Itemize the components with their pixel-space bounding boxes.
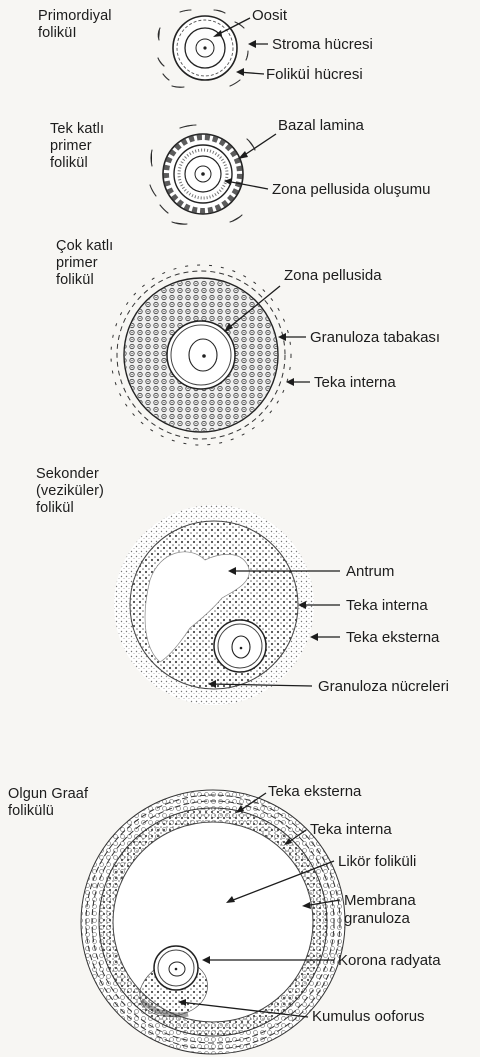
label-zona-pellucida: Zona pellusida [284,267,382,284]
basal-lamina-pointer: Bazal lamina [238,117,365,159]
label-theca-interna: Teka interna [346,597,428,614]
label-basal-lamina: Bazal lamina [278,117,365,134]
label-membrana: Membrana [344,892,416,909]
label-cumulus-oophorus: Kumulus ooforus [312,1008,425,1025]
unilaminar-primary-follicle: Bazal lamina Zona pellusida oluşumu [150,117,430,224]
multilaminar-primary-follicle: Zona pellusida Granuloza tabakası Teka i… [111,265,440,445]
secondary-follicle: Antrum Teka interna Teka eksterna Granul… [114,505,449,705]
label-granulosa-cells: Granuloza nücreleri [318,678,449,695]
label-oocyte: Oosit [252,7,288,24]
label-theca-interna: Teka interna [310,821,392,838]
label-theca-interna: Teka interna [314,374,396,391]
label-theca-externa: Teka eksterna [346,629,440,646]
stroma-cell-pointer: Stroma hücresi [248,36,373,53]
theca-interna-pointer-2: Teka interna [298,597,428,614]
follicle-cell-pointer: Foliküİ hücresi [236,65,363,83]
label-stroma-cell: Stroma hücresi [272,36,373,53]
label-granulosa-layer: Granuloza tabakası [310,329,440,346]
label-granulosa: granuloza [344,910,411,927]
label-liquor-folliculi: Likör foliküli [338,853,416,870]
graafian-follicle: Teka eksterna Teka interna Likör folikül… [81,783,441,1054]
label-follicle-cell: Foliküİ hücresi [266,65,363,83]
granulosa-layer-pointer: Granuloza tabakası [278,329,440,346]
primordial-follicle: Oosit Stroma hücresi Foliküİ hücresi [158,7,373,87]
label-zona-pellucida-formation: Zona pellusida oluşumu [272,181,430,198]
theca-externa-pointer-1: Teka eksterna [310,629,440,646]
label-antrum: Antrum [346,563,394,580]
label-theca-externa: Teka eksterna [268,783,362,800]
theca-interna-pointer-1: Teka interna [286,374,396,391]
label-corona-radiata: Korona radyata [338,952,441,969]
zona-pellucida-formation-pointer: Zona pellusida oluşumu [224,178,430,198]
